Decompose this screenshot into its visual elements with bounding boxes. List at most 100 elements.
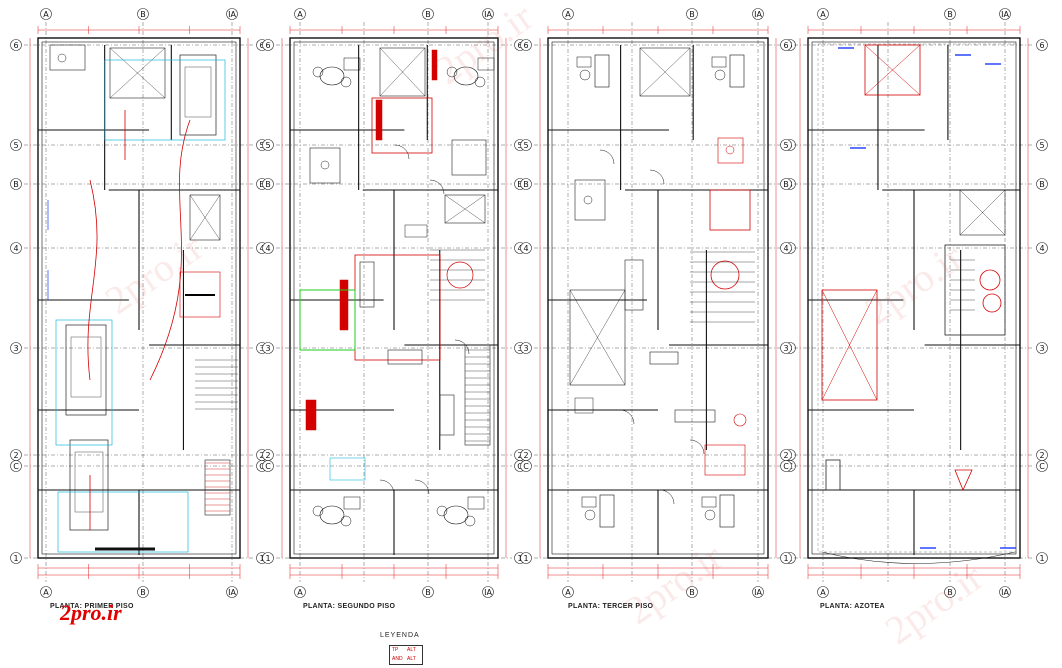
grid-label-row: B xyxy=(13,180,19,189)
bathroom xyxy=(717,137,744,164)
exterior-wall xyxy=(37,37,241,559)
grid-label-row: 5 xyxy=(1039,141,1044,150)
water-tank xyxy=(179,271,221,318)
grid-label-col: A xyxy=(297,588,303,597)
grid-label-row: 2 xyxy=(259,451,264,460)
door-swing xyxy=(379,479,395,495)
grid-bubble-row xyxy=(262,139,274,151)
grid-bubble-col xyxy=(137,8,149,20)
void-x-line xyxy=(379,47,426,97)
plan-title-primer-piso: PLANTA: PRIMER PISO xyxy=(50,603,134,610)
void-x-line xyxy=(189,194,221,241)
grid-label-col: IA xyxy=(484,588,492,597)
grid-label-row: 2 xyxy=(13,451,18,460)
grid-bubble-col xyxy=(226,8,238,20)
grid-bubble-row xyxy=(520,39,532,51)
grid-bubble-row xyxy=(780,178,792,190)
grid-label-row: 2 xyxy=(783,451,788,460)
figure-icon xyxy=(404,224,428,238)
red-wall-segment xyxy=(305,399,317,431)
sofa xyxy=(387,349,423,365)
spiral-stair xyxy=(710,260,740,290)
grid-bubble-row xyxy=(1036,342,1048,354)
door-swing xyxy=(619,409,635,425)
desk xyxy=(467,496,485,510)
grid-label-row: B xyxy=(783,180,789,189)
roof-edge-curve xyxy=(821,551,1016,564)
bathroom xyxy=(574,179,606,221)
toilet-fixture xyxy=(320,160,330,170)
grid-bubble-row xyxy=(262,178,274,190)
grid-bubble-col xyxy=(944,8,956,20)
desk xyxy=(576,56,592,68)
bed xyxy=(729,54,745,88)
grid-label-row: 5 xyxy=(259,141,264,150)
grid-bubble-col xyxy=(40,586,52,598)
void-x-line xyxy=(109,47,166,99)
grid-label-col: IA xyxy=(754,10,762,19)
grid-bubble-row xyxy=(262,460,274,472)
grid-bubble-row xyxy=(1036,178,1048,190)
brand-logo: 2pro.ir xyxy=(60,600,122,625)
round-table xyxy=(319,505,345,525)
grid-label-col: B xyxy=(689,588,695,597)
bed xyxy=(719,494,735,528)
grid-label-col: A xyxy=(820,10,826,19)
grid-bubble-col xyxy=(294,586,306,598)
bathroom xyxy=(451,139,487,176)
grid-bubble-col xyxy=(686,586,698,598)
legend-box: TP ALT AND ALT xyxy=(389,645,423,665)
grid-label-row: 5 xyxy=(523,141,528,150)
desk xyxy=(711,56,727,68)
plan-title-azotea: PLANTA: AZOTEA xyxy=(820,603,885,610)
chair xyxy=(340,76,352,88)
spiral-stair xyxy=(446,261,474,289)
legend-alt: ALT xyxy=(407,647,416,653)
grid-bubble-col xyxy=(817,8,829,20)
grid-label-row: 1 xyxy=(1039,554,1044,563)
car-outline xyxy=(65,324,107,416)
grid-label-row: 3 xyxy=(1039,344,1044,353)
parking-bay xyxy=(57,491,189,553)
drain-triangle xyxy=(954,469,973,492)
grid-label-row: C xyxy=(523,462,529,471)
void-x-line xyxy=(569,289,626,386)
door-swing xyxy=(599,149,615,165)
grid-label-col: B xyxy=(140,10,146,19)
grid-label-row: 3 xyxy=(259,344,264,353)
desk xyxy=(701,496,717,508)
void-x-line xyxy=(444,194,486,224)
grid-label-col: IA xyxy=(228,588,236,597)
void-x xyxy=(639,47,691,97)
grid-bubble-row xyxy=(262,39,274,51)
tank xyxy=(979,269,1001,291)
grid-label-row: 1 xyxy=(517,554,522,563)
legend-alt2: ALT xyxy=(407,656,416,662)
door-swing xyxy=(414,479,430,495)
chair xyxy=(312,505,324,517)
grid-label-row: 2 xyxy=(523,451,528,460)
legend-and: AND xyxy=(392,656,403,662)
grid-bubble-row xyxy=(520,178,532,190)
grid-label-row: 3 xyxy=(265,344,270,353)
grid-label-row: C xyxy=(259,462,265,471)
grid-label-row: 1 xyxy=(265,554,270,563)
driving-arrow xyxy=(149,119,191,381)
grid-label-row: 5 xyxy=(783,141,788,150)
grid-bubble-row xyxy=(780,39,792,51)
red-room xyxy=(709,189,751,231)
grid-label-row: B xyxy=(517,180,523,189)
void-x-line xyxy=(639,47,691,97)
chair xyxy=(312,66,324,78)
grid-bubble-row xyxy=(780,552,792,564)
red-wall-segment xyxy=(375,99,383,141)
grid-label-row: 6 xyxy=(265,41,270,50)
plan-title-tercer-piso: PLANTA: TERCER PISO xyxy=(568,603,654,610)
grid-label-row: 4 xyxy=(259,244,264,253)
grid-bubble-col xyxy=(752,8,764,20)
stair xyxy=(464,344,491,446)
toilet-fixture xyxy=(725,145,735,155)
